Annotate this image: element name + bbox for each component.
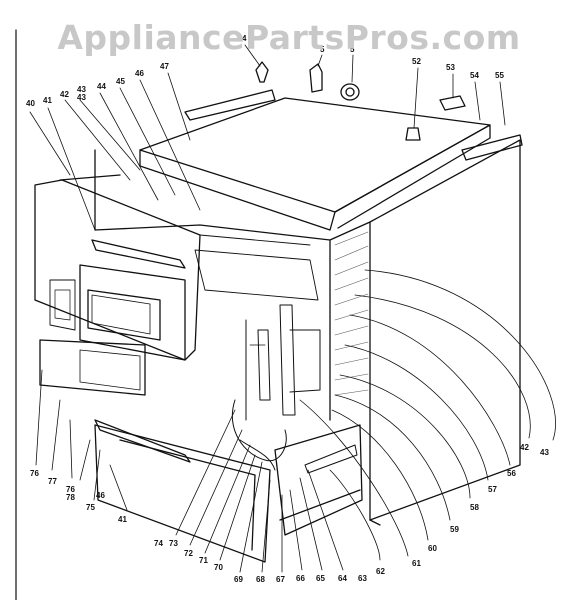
callout: 63 xyxy=(358,574,367,583)
callout: 55 xyxy=(495,71,504,80)
callout: 56 xyxy=(507,469,516,478)
callout: 41 xyxy=(43,96,52,105)
callout: 57 xyxy=(488,485,497,494)
drawer xyxy=(274,424,363,536)
callout: 62 xyxy=(376,567,385,576)
glass-frame xyxy=(39,339,146,396)
rear-rail xyxy=(184,89,276,121)
callout: 53 xyxy=(446,63,455,72)
callout: 77 xyxy=(48,477,57,486)
callout: 43 xyxy=(540,448,549,457)
callout: 61 xyxy=(412,559,421,568)
callout: 74 xyxy=(154,539,163,548)
callout: 4 xyxy=(242,34,247,43)
callout: 73 xyxy=(169,539,178,548)
part-knob xyxy=(340,83,360,101)
callout: 68 xyxy=(256,575,265,584)
callout: 78 xyxy=(66,493,75,502)
callout: 5 xyxy=(350,45,355,54)
callout: 45 xyxy=(116,77,125,86)
callout: 59 xyxy=(450,525,459,534)
part-screw xyxy=(255,61,269,83)
callout: 42 xyxy=(60,90,69,99)
callout: 43 xyxy=(77,93,86,102)
door-handle-upper xyxy=(91,239,186,269)
part-switch xyxy=(439,95,466,111)
oven-door xyxy=(79,264,186,361)
oven-window xyxy=(87,289,161,341)
callout: 44 xyxy=(97,82,106,91)
callout: 75 xyxy=(86,503,95,512)
callout: 42 xyxy=(520,443,529,452)
callout: 71 xyxy=(199,556,208,565)
door-handle-lower xyxy=(94,419,191,463)
callout: 67 xyxy=(276,575,285,584)
callout: 41 xyxy=(118,515,127,524)
callout: 76 xyxy=(66,485,75,494)
side-rail xyxy=(461,134,523,161)
callout: 43 xyxy=(77,85,86,94)
callout: 60 xyxy=(428,544,437,553)
callout: 54 xyxy=(470,71,479,80)
callout: 58 xyxy=(470,503,479,512)
callout: 40 xyxy=(26,99,35,108)
callout: 65 xyxy=(316,574,325,583)
callout: 5 xyxy=(320,45,325,54)
callout: 64 xyxy=(338,574,347,583)
callout: 46 xyxy=(135,69,144,78)
callout: 70 xyxy=(214,563,223,572)
callout: 46 xyxy=(96,491,105,500)
part-bracket xyxy=(309,63,323,93)
callout: 52 xyxy=(412,57,421,66)
callout: 66 xyxy=(296,574,305,583)
callout: 47 xyxy=(160,62,169,71)
cabinet-right-side xyxy=(369,139,521,521)
lower-door xyxy=(94,424,271,563)
callout: 76 xyxy=(30,469,39,478)
callout: 72 xyxy=(184,549,193,558)
part-lamp xyxy=(405,127,421,141)
callout: 69 xyxy=(234,575,243,584)
callout-labels: 40 41 42 43 43 44 45 46 47 4 5 5 52 53 5… xyxy=(26,34,549,584)
